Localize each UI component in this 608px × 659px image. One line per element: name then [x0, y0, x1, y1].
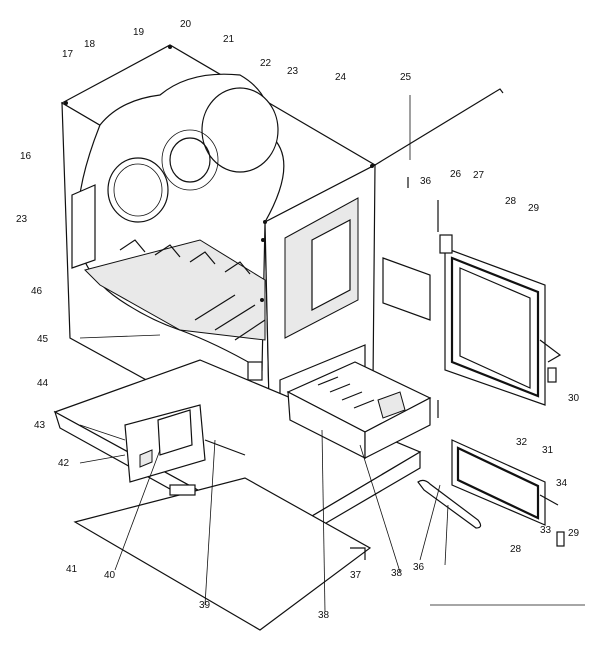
label-34: 34 — [556, 478, 568, 489]
label-42: 42 — [58, 458, 70, 469]
draft-control-assembly — [124, 404, 246, 496]
draft-slide — [157, 409, 193, 456]
bottom-plate-tab — [350, 547, 366, 560]
door-gasket — [450, 256, 540, 398]
label-23-top: 23 — [287, 66, 299, 77]
interior-floor — [84, 239, 266, 341]
label-19: 19 — [133, 27, 145, 38]
label-21: 21 — [223, 34, 235, 45]
label-36-top: 36 — [420, 176, 432, 187]
ash-pan-slots — [317, 376, 375, 409]
part-labels: 17 18 19 20 21 22 23 24 25 16 36 26 27 2… — [16, 19, 580, 621]
ash-pan — [286, 361, 432, 459]
label-31: 31 — [542, 445, 554, 456]
label-36-bottom: 36 — [413, 562, 425, 573]
flue-collar-large — [201, 87, 279, 173]
label-28-top: 28 — [505, 196, 517, 207]
door-handle — [539, 339, 562, 363]
ash-door-frame — [451, 439, 546, 526]
label-22: 22 — [260, 58, 272, 69]
label-40: 40 — [104, 570, 116, 581]
draft-rod — [204, 439, 246, 456]
label-20: 20 — [180, 19, 192, 30]
ash-door-spring — [556, 531, 565, 547]
label-39: 39 — [199, 600, 211, 611]
ash-door-handle — [539, 494, 559, 506]
poker-tool — [417, 479, 482, 529]
label-45: 45 — [37, 334, 49, 345]
door-frame — [444, 247, 546, 406]
label-23-left: 23 — [16, 214, 28, 225]
ash-door-gasket — [456, 446, 540, 520]
glass-pane — [382, 257, 431, 321]
label-43: 43 — [34, 420, 46, 431]
ash-door — [417, 439, 565, 547]
label-16: 16 — [20, 151, 32, 162]
label-26: 26 — [450, 169, 462, 180]
stove-body — [60, 44, 377, 450]
label-28-bottom: 28 — [510, 544, 522, 555]
label-29-bottom: 29 — [568, 528, 580, 539]
base-assembly — [53, 359, 422, 631]
label-24: 24 — [335, 72, 347, 83]
label-37: 37 — [350, 570, 362, 581]
label-33: 33 — [540, 525, 552, 536]
label-27: 27 — [473, 170, 485, 181]
ash-pan-right — [364, 397, 431, 459]
leader-lines — [79, 95, 449, 613]
label-38-bottom: 38 — [318, 610, 330, 621]
door-spring — [547, 367, 557, 383]
label-18: 18 — [84, 39, 96, 50]
rod-end — [494, 88, 504, 94]
flue-collar-small — [107, 157, 169, 223]
label-38-right: 38 — [391, 568, 403, 579]
stove-rod — [374, 91, 496, 166]
label-32: 32 — [516, 437, 528, 448]
loading-door — [382, 234, 562, 406]
ash-pan-handle — [377, 391, 406, 419]
front-inner-panel — [311, 219, 351, 311]
label-44: 44 — [37, 378, 49, 389]
label-25: 25 — [400, 72, 412, 83]
label-29-top: 29 — [528, 203, 540, 214]
rivets — [64, 45, 374, 302]
draft-knob — [139, 449, 153, 468]
side-label-plate — [247, 361, 263, 381]
label-46: 46 — [31, 286, 43, 297]
door-glass — [459, 267, 531, 389]
label-41: 41 — [66, 564, 78, 575]
label-30: 30 — [568, 393, 580, 404]
grate-bars — [119, 239, 266, 341]
door-hinge — [439, 234, 453, 254]
draft-cover — [169, 484, 196, 496]
label-17: 17 — [62, 49, 74, 60]
flue-ring — [161, 129, 219, 191]
side-baffle — [71, 184, 96, 269]
